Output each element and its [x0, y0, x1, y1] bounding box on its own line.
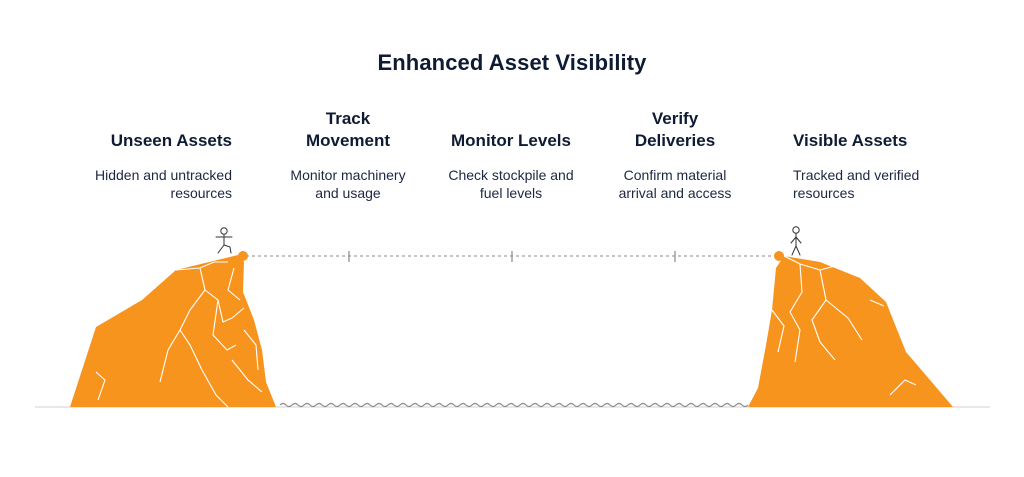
step-verify-deliveries: Verify Deliveries Confirm material arriv… — [590, 108, 760, 202]
right-cliff — [748, 251, 953, 407]
step-description: Hidden and untracked resources — [95, 167, 232, 201]
anchor-point — [774, 251, 784, 261]
step-unseen-assets: Unseen Assets Hidden and untracked resou… — [62, 108, 232, 202]
step-heading: Unseen Assets — [110, 131, 232, 150]
step-description: Check stockpile and fuel levels — [448, 167, 574, 201]
step-description: Tracked and verified resources — [793, 167, 920, 201]
step-heading: Verify Deliveries — [634, 109, 716, 150]
person-standing-icon — [790, 226, 802, 256]
step-visible-assets: Visible Assets Tracked and verified reso… — [793, 108, 963, 202]
step-description: Confirm material arrival and access — [618, 167, 732, 201]
step-heading: Monitor Levels — [451, 131, 571, 150]
anchor-point — [238, 251, 248, 261]
step-monitor-levels: Monitor Levels Check stockpile and fuel … — [426, 108, 596, 202]
page-title: Enhanced Asset Visibility — [377, 50, 647, 75]
person-walking-icon — [215, 227, 233, 254]
step-heading: Visible Assets — [793, 131, 908, 150]
step-description: Monitor machinery and usage — [290, 167, 406, 201]
left-cliff — [70, 251, 276, 408]
step-track-movement: Track Movement Monitor machinery and usa… — [263, 108, 433, 202]
step-heading: Track Movement — [305, 109, 391, 150]
water-waves — [279, 402, 749, 408]
